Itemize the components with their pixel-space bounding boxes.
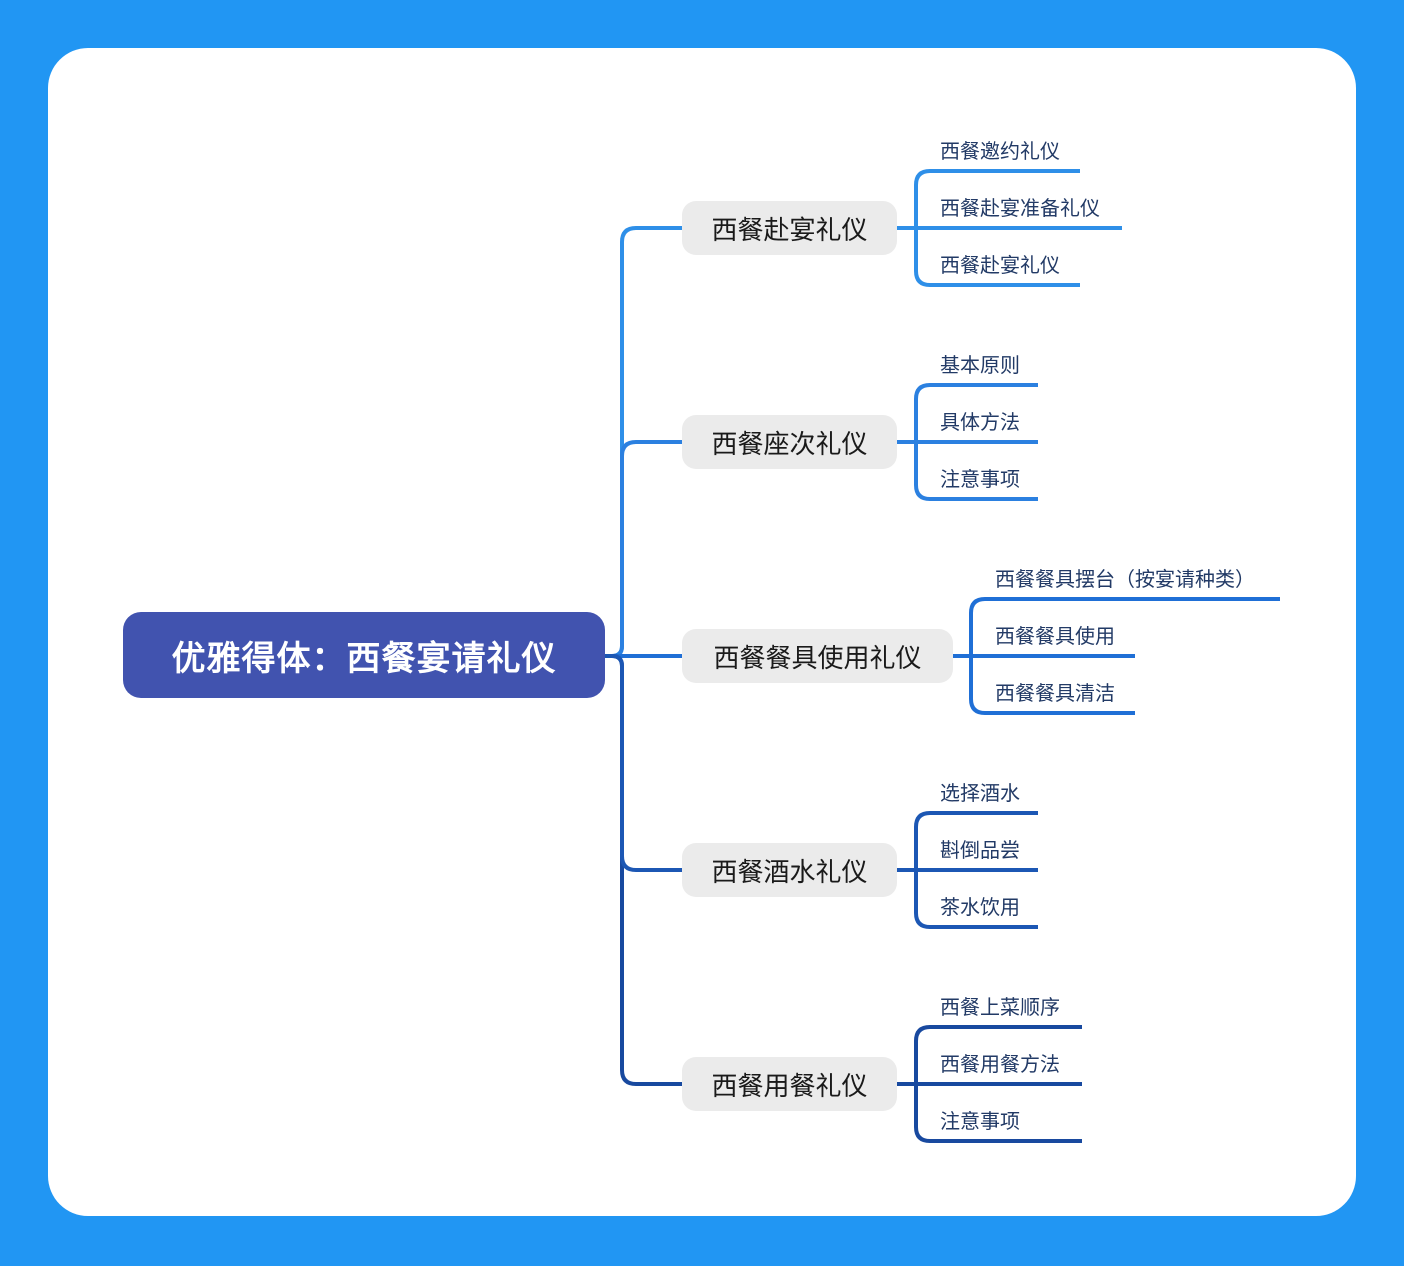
subtopic-label[interactable]: 具体方法 xyxy=(940,412,1020,434)
branch-topic-dining-etiquette[interactable]: 西餐用餐礼仪 xyxy=(682,1057,897,1111)
subtopic-label[interactable]: 注意事项 xyxy=(940,1111,1020,1133)
subtopic-label[interactable]: 西餐餐具清洁 xyxy=(995,683,1115,705)
subtopic-label[interactable]: 西餐餐具摆台（按宴请种类） xyxy=(995,569,1255,591)
subtopic-label[interactable]: 西餐用餐方法 xyxy=(940,1054,1060,1076)
connector-branch2-child3 xyxy=(914,442,1038,501)
branch-topic-seating-etiquette[interactable]: 西餐座次礼仪 xyxy=(682,415,897,469)
root-topic[interactable]: 优雅得体：西餐宴请礼仪 xyxy=(123,612,605,698)
connector-branch1-child1 xyxy=(914,169,1080,228)
connector-branch5-child1 xyxy=(914,1025,1082,1084)
connector-branch5-child3 xyxy=(914,1084,1082,1143)
subtopic-label[interactable]: 西餐赴宴礼仪 xyxy=(940,255,1060,277)
branch-topic-tableware-etiquette[interactable]: 西餐餐具使用礼仪 xyxy=(682,629,953,683)
subtopic-label[interactable]: 茶水饮用 xyxy=(940,897,1020,919)
subtopic-label[interactable]: 注意事项 xyxy=(940,469,1020,491)
connector-branch1-child3 xyxy=(914,228,1080,287)
connector-branch3-child1 xyxy=(969,597,1280,656)
subtopic-label[interactable]: 斟倒品尝 xyxy=(940,840,1020,862)
subtopic-label[interactable]: 西餐赴宴准备礼仪 xyxy=(940,198,1100,220)
connector-branch4-child3 xyxy=(914,870,1038,929)
connector-branch4-child1 xyxy=(914,811,1038,870)
branch-topic-dining-invitation-etiquette[interactable]: 西餐赴宴礼仪 xyxy=(682,201,897,255)
connector-root-branch4 xyxy=(605,654,682,872)
subtopic-label[interactable]: 西餐上菜顺序 xyxy=(940,997,1060,1019)
subtopic-label[interactable]: 西餐邀约礼仪 xyxy=(940,141,1060,163)
subtopic-label[interactable]: 西餐餐具使用 xyxy=(995,626,1115,648)
subtopic-label[interactable]: 基本原则 xyxy=(940,355,1020,377)
branch-topic-drinks-etiquette[interactable]: 西餐酒水礼仪 xyxy=(682,843,897,897)
connector-branch2-child1 xyxy=(914,383,1038,442)
connector-branch3-child3 xyxy=(969,656,1135,715)
connector-root-branch2 xyxy=(605,440,682,658)
subtopic-label[interactable]: 选择酒水 xyxy=(940,783,1020,805)
